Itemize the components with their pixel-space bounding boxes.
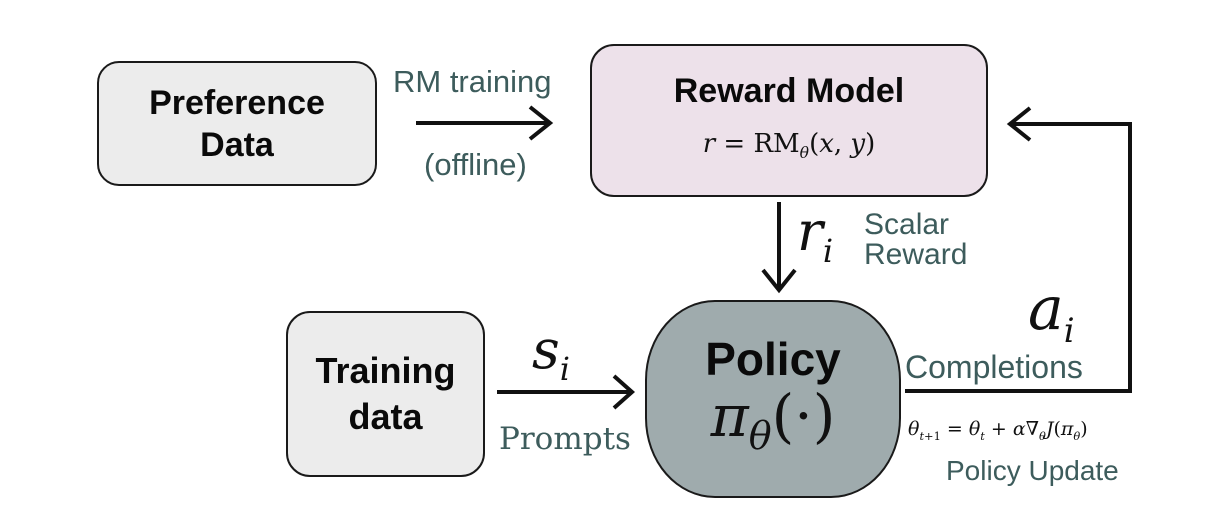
- reward-symbol: ri: [797, 200, 833, 270]
- prompt-symbol: si: [532, 318, 570, 388]
- training-data-node: Training data: [286, 311, 485, 477]
- training-data-label-2: data: [348, 396, 423, 437]
- training-data-label-1: Training: [315, 350, 456, 391]
- completions-feedback-arrow: [905, 106, 1132, 393]
- reward-symbol-base: r: [797, 200, 823, 263]
- policy-formula: πθ(·): [710, 382, 836, 458]
- reward-model-node: Reward Model r = RMθ(x, y): [590, 44, 988, 197]
- completion-symbol-base: a: [1028, 274, 1064, 344]
- preference-data-node: Preference Data: [97, 61, 377, 186]
- policy-title: Policy: [705, 333, 841, 386]
- offline-label: (offline): [424, 147, 527, 182]
- prompt-symbol-base: s: [532, 318, 560, 381]
- rm-training-label: RM training: [393, 64, 552, 99]
- reward-model-formula: r = RMθ(x, y): [702, 129, 876, 163]
- prompt-symbol-sub: i: [559, 349, 570, 388]
- prompts-label: Prompts: [499, 421, 631, 457]
- policy-update-formula: θt+1 = θt + α∇θJ(πθ): [908, 418, 1088, 443]
- preference-data-label-1: Preference: [149, 83, 325, 122]
- policy-node: Policy πθ(·): [645, 300, 901, 498]
- preference-data-label-2: Data: [200, 125, 274, 164]
- reward-model-title: Reward Model: [673, 72, 905, 111]
- scalar-reward-label: Scalar Reward: [864, 210, 967, 270]
- rm-training-arrow: [416, 105, 554, 141]
- reward-symbol-sub: i: [822, 231, 834, 270]
- reward-to-policy-arrow: [761, 202, 797, 294]
- completion-symbol: ai: [1028, 274, 1075, 351]
- scalar-reward-line2: Reward: [864, 238, 968, 271]
- completion-symbol-sub: i: [1063, 311, 1075, 351]
- completions-label: Completions: [905, 349, 1083, 385]
- policy-update-label: Policy Update: [946, 455, 1119, 486]
- scalar-reward-line1: Scalar: [864, 208, 950, 241]
- prompts-arrow: [497, 374, 636, 410]
